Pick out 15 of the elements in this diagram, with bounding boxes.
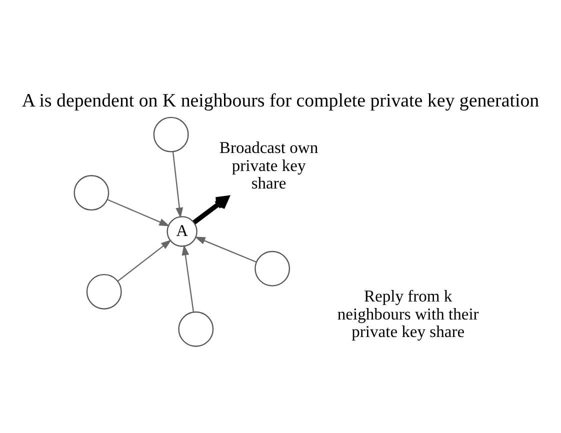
- arrow: [194, 236, 256, 263]
- node-circle: [153, 116, 189, 152]
- diagram-title: A is dependent on K neighbours for complete private key generation: [22, 90, 540, 112]
- node-circle: [178, 311, 214, 347]
- node-circle: [86, 274, 122, 310]
- node-circle: A: [166, 216, 198, 247]
- label: Reply from k neighbours with their private key share: [337, 286, 479, 342]
- node-circle: [254, 250, 290, 286]
- arrow: [117, 240, 172, 282]
- arrow: [172, 152, 184, 218]
- arrow: [107, 198, 170, 226]
- node-circle: [74, 175, 110, 210]
- node-text: Broadcast own private key share: [219, 138, 318, 193]
- arrow: [182, 244, 194, 312]
- arrow: [192, 196, 230, 224]
